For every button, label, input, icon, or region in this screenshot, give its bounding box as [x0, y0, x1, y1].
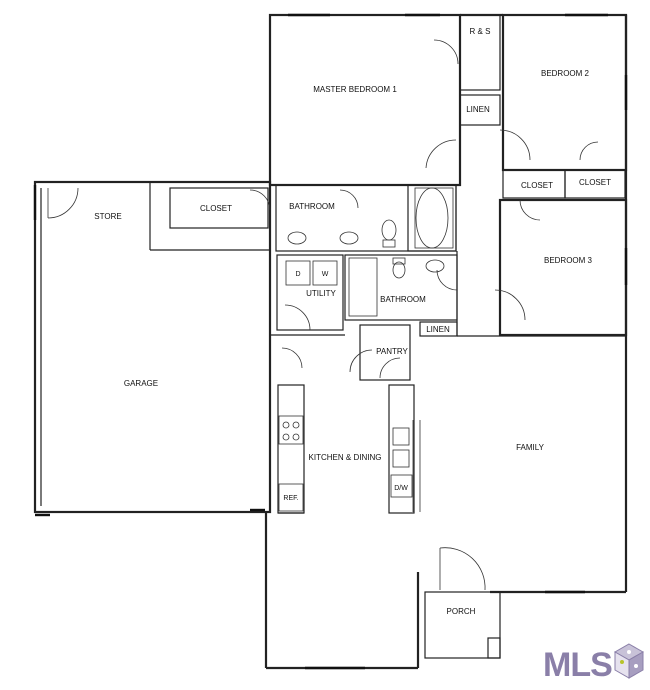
exterior-walls — [33, 13, 628, 670]
label-dishwasher: D/W — [394, 485, 408, 492]
fixtures — [278, 187, 454, 512]
label-linen-hall: LINEN — [426, 325, 450, 334]
label-family: FAMILY — [516, 443, 545, 452]
windows — [33, 13, 628, 670]
label-bedroom-2: BEDROOM 2 — [541, 69, 590, 78]
label-porch: PORCH — [447, 607, 476, 616]
label-dryer: D — [295, 271, 300, 278]
dice-icon — [613, 643, 645, 679]
label-bathroom-hall: BATHROOM — [380, 295, 426, 304]
label-refrigerator: REF. — [283, 495, 298, 502]
label-kitchen-dining: KITCHEN & DINING — [309, 453, 382, 462]
label-bedroom-3: BEDROOM 3 — [544, 256, 593, 265]
room-labels: MASTER BEDROOM 1 R & S BEDROOM 2 LINEN S… — [94, 27, 611, 616]
mls-logo-text: MLS — [543, 646, 613, 684]
appliance-labels: D W D/W REF. — [283, 271, 408, 502]
label-master-bedroom: MASTER BEDROOM 1 — [313, 85, 397, 94]
label-closet-master: CLOSET — [200, 204, 232, 213]
label-linen-top: LINEN — [466, 105, 490, 114]
label-garage: GARAGE — [124, 379, 158, 388]
doors — [47, 39, 599, 591]
interior-walls — [149, 14, 628, 514]
label-bathroom-master: BATHROOM — [289, 202, 335, 211]
label-store: STORE — [94, 212, 121, 221]
label-closet-b2: CLOSET — [521, 181, 553, 190]
label-washer: W — [322, 271, 329, 278]
label-closet-b3: CLOSET — [579, 178, 611, 187]
label-pantry: PANTRY — [376, 347, 408, 356]
label-utility: UTILITY — [306, 289, 336, 298]
label-r-and-s: R & S — [470, 27, 491, 36]
mls-logo: MLS — [543, 640, 647, 688]
